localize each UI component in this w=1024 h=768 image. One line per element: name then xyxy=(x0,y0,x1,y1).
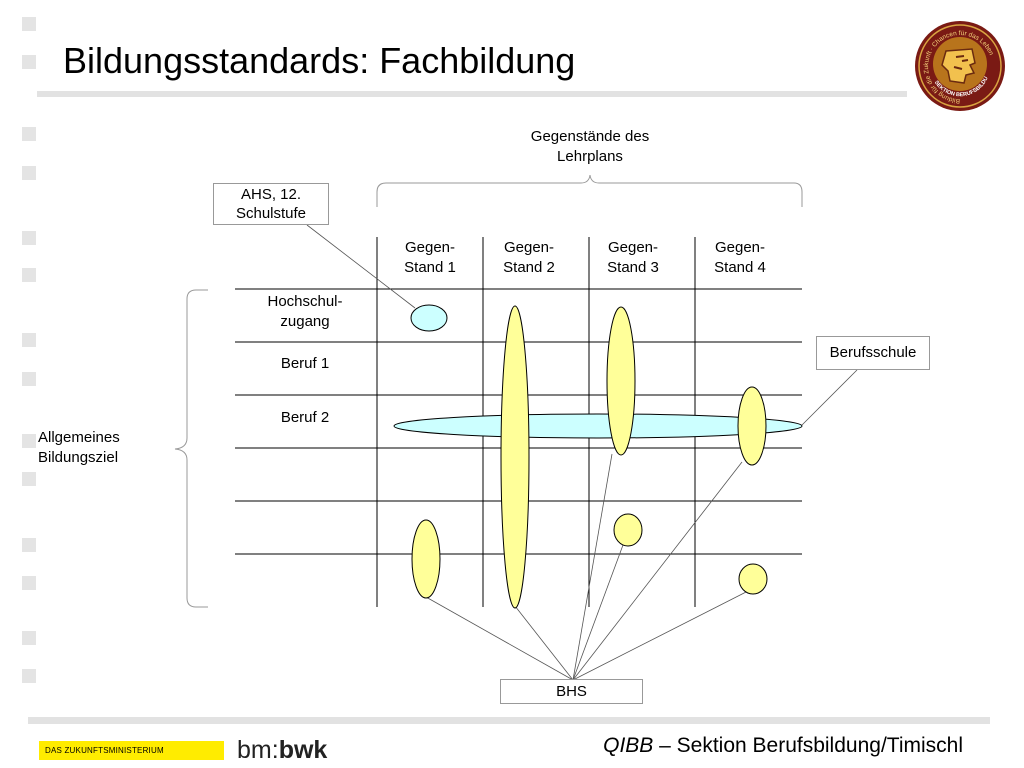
bullet-square xyxy=(22,166,36,180)
bullet-square xyxy=(22,231,36,245)
column-header: Gegen- Stand 4 xyxy=(687,238,793,278)
ahs-callout-line: Schulstufe xyxy=(235,205,307,222)
hochschulzugang-ellipse xyxy=(410,304,448,332)
top-brace-label-line: Lehrplans xyxy=(557,148,623,165)
column-header-line: Stand 2 xyxy=(503,259,555,276)
bmbwk-logo: bm:bwk xyxy=(237,735,327,765)
sektion-logo-icon: Bildung für die Zukunft · Chancen für da… xyxy=(912,19,1005,111)
stand4-small-ellipse xyxy=(738,563,768,595)
stand4-ellipse xyxy=(737,386,767,466)
ahs-callout: AHS, 12. Schulstufe xyxy=(213,183,329,225)
berufsschule-callout: Berufsschule xyxy=(816,336,930,370)
column-header: Gegen- Stand 2 xyxy=(476,238,582,278)
ministry-banner: DAS ZUKUNFTSMINISTERIUM xyxy=(39,741,224,760)
bullet-square xyxy=(22,372,36,386)
row-label: Beruf 2 xyxy=(240,408,370,428)
footer-divider xyxy=(28,717,990,724)
bullet-square xyxy=(22,538,36,552)
credit-text: – Sektion Berufsbildung/Timischl xyxy=(653,734,963,757)
left-brace-label: Allgemeines Bildungsziel xyxy=(38,428,120,468)
bmbwk-prefix: bm: xyxy=(237,736,279,764)
row-label: Beruf 1 xyxy=(240,354,370,374)
stand3-ellipse xyxy=(606,306,636,456)
row-label-line: Hochschul- xyxy=(267,293,343,310)
bullet-square xyxy=(22,434,36,448)
top-brace xyxy=(376,174,803,207)
left-brace-label-line: Allgemeines xyxy=(38,429,120,446)
column-header-line: Gegen- xyxy=(503,239,555,256)
bhs-callout: BHS xyxy=(500,679,643,704)
top-brace-label: Gegenstände des Lehrplans xyxy=(500,127,680,167)
column-header: Gegen- Stand 1 xyxy=(377,238,483,278)
qibb-label: QIBB xyxy=(603,734,654,757)
row-label-line: zugang xyxy=(280,313,330,330)
connectors xyxy=(306,224,858,681)
beruf2-span-ellipse xyxy=(393,413,803,439)
page-title: Bildungsstandards: Fachbildung xyxy=(63,40,576,81)
left-brace xyxy=(174,289,208,608)
top-brace-label-line: Gegenstände des xyxy=(530,128,650,145)
bullet-square xyxy=(22,576,36,590)
row-label: Hochschul- zugang xyxy=(240,292,370,332)
row-label-line: Beruf 1 xyxy=(280,355,330,372)
bmbwk-suffix: bwk xyxy=(278,736,328,764)
stand3-small-ellipse xyxy=(613,513,643,547)
left-brace-label-line: Bildungsziel xyxy=(38,449,119,466)
bullet-square xyxy=(22,268,36,282)
stand1-ellipse xyxy=(411,519,441,599)
row-label-line: Beruf 2 xyxy=(280,409,330,426)
bullet-square xyxy=(22,472,36,486)
stand2-ellipse xyxy=(500,305,530,609)
bullet-square xyxy=(22,17,36,31)
column-header-line: Gegen- xyxy=(714,239,766,256)
bullet-square xyxy=(22,127,36,141)
bullet-square xyxy=(22,669,36,683)
column-header-line: Gegen- xyxy=(404,239,456,256)
bullet-square xyxy=(22,333,36,347)
column-header-line: Stand 3 xyxy=(607,259,659,276)
title-divider xyxy=(37,91,907,97)
column-header-line: Gegen- xyxy=(607,239,659,256)
footer-credit: QIBB – Sektion Berufsbildung/Timischl xyxy=(603,733,963,759)
bullet-square xyxy=(22,631,36,645)
bullet-square xyxy=(22,55,36,69)
column-header-line: Stand 4 xyxy=(714,259,766,276)
ahs-callout-line: AHS, 12. xyxy=(240,186,302,203)
column-header-line: Stand 1 xyxy=(404,259,456,276)
column-header: Gegen- Stand 3 xyxy=(580,238,686,278)
